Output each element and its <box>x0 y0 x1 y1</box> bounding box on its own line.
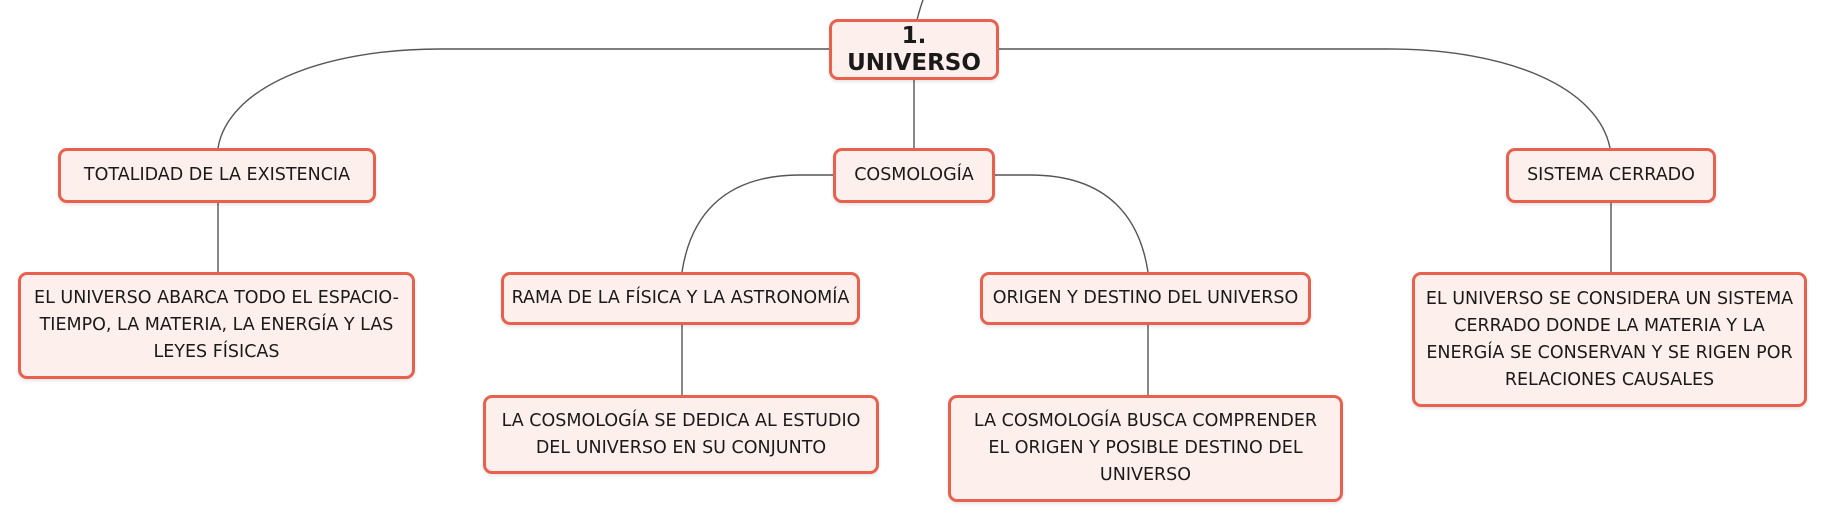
node-sistema-cerrado-detalle[interactable]: EL UNIVERSO SE CONSIDERA UN SISTEMA CERR… <box>1412 272 1807 407</box>
connector-root-totalidad <box>217 48 830 149</box>
connector-cosmologia-origen <box>994 174 1149 273</box>
node-cosmologia-estudio[interactable]: LA COSMOLOGÍA SE DEDICA AL ESTUDIO DEL U… <box>483 395 879 474</box>
connector-root-sistema <box>999 48 1611 149</box>
connector-cosmologia-rama <box>681 174 834 273</box>
node-universo-abarca[interactable]: EL UNIVERSO ABARCA TODO EL ESPACIO-TIEMP… <box>18 272 415 379</box>
node-totalidad-de-la-existencia[interactable]: TOTALIDAD DE LA EXISTENCIA <box>58 148 376 203</box>
node-sistema-cerrado[interactable]: SISTEMA CERRADO <box>1506 148 1716 203</box>
node-cosmologia-comprender[interactable]: LA COSMOLOGÍA BUSCA COMPRENDER EL ORIGEN… <box>948 395 1343 502</box>
node-origen-destino[interactable]: ORIGEN Y DESTINO DEL UNIVERSO <box>980 272 1311 325</box>
root-node[interactable]: 1. UNIVERSO <box>829 19 999 80</box>
node-cosmologia[interactable]: COSMOLOGÍA <box>833 148 995 203</box>
connector-parent-root <box>916 0 924 21</box>
node-rama-fisica-astronomia[interactable]: RAMA DE LA FÍSICA Y LA ASTRONOMÍA <box>501 272 860 325</box>
